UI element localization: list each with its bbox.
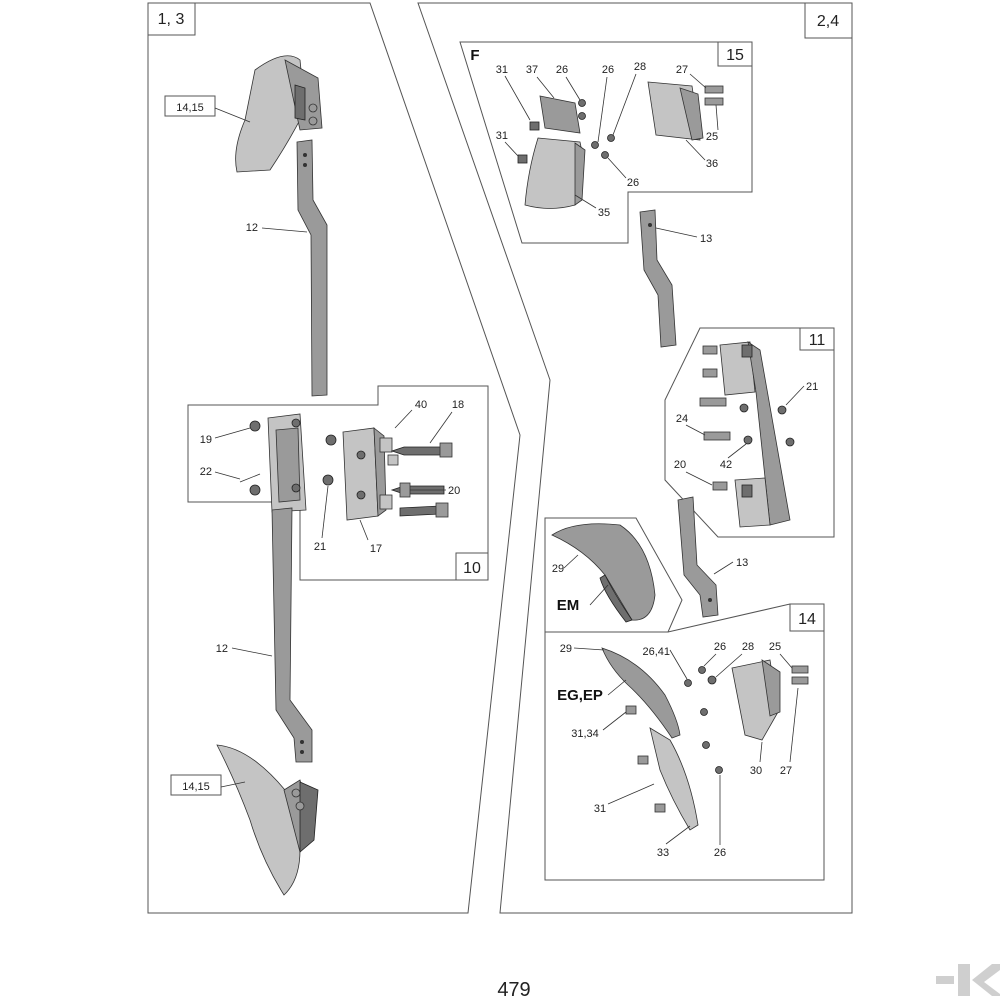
moldboard-bottom (216, 744, 319, 896)
label-box-14-15-top (164, 95, 216, 117)
left-group-label-box (147, 2, 196, 36)
label-12-upper: 12 (246, 222, 258, 234)
label-14-15-bottom: 14,15 (182, 781, 210, 793)
label-36: 36 (706, 158, 718, 170)
right-group-label-box (804, 2, 853, 39)
label-26-d: 26 (714, 641, 726, 653)
box-11-number: 11 (809, 332, 826, 349)
label-27-b: 27 (780, 765, 792, 777)
label-25-top: 25 (706, 131, 718, 143)
box-14: 14 29 26,41 26 28 (544, 603, 825, 881)
label-31-c: 31 (594, 803, 606, 815)
label-12-lower: 12 (216, 643, 228, 655)
shank-lower (271, 507, 313, 763)
left-group-label: 1, 3 (158, 11, 185, 28)
label-30: 30 (750, 765, 762, 777)
label-13-lower: 13 (736, 557, 748, 569)
label-21-left: 21 (314, 541, 326, 553)
label-19: 19 (200, 434, 212, 446)
box-15: 15 F 31 37 26 26 (459, 41, 753, 244)
right-panel: 2,4 15 F 31 37 (417, 2, 853, 914)
variant-EM: EM (557, 597, 580, 614)
right-panel-frame (417, 2, 853, 914)
label-24: 24 (676, 413, 688, 425)
label-42: 42 (720, 459, 732, 471)
label-14-15-top: 14,15 (176, 102, 204, 114)
label-28: 28 (634, 61, 646, 73)
box-11: 11 21 24 42 20 (664, 327, 835, 538)
label-31-b: 31 (496, 130, 508, 142)
label-21-right: 21 (806, 381, 818, 393)
label-33: 33 (657, 847, 669, 859)
label-26-c: 26 (627, 177, 639, 189)
label-40: 40 (415, 399, 427, 411)
label-28-b: 28 (742, 641, 754, 653)
label-37: 37 (526, 64, 538, 76)
box-15-number: 15 (726, 47, 744, 64)
em-section: 29 EM (544, 517, 683, 633)
box-14-number: 14 (798, 611, 816, 628)
left-panel: 1, 3 14,15 12 10 (147, 2, 521, 914)
label-20-left: 20 (448, 485, 460, 497)
variant-F: F (470, 47, 479, 64)
label-box-14-15-bottom (170, 774, 222, 796)
label-27-top: 27 (676, 64, 688, 76)
label-26-e: 26 (714, 847, 726, 859)
shank-upper (296, 139, 328, 397)
label-20-right: 20 (674, 459, 686, 471)
label-31-a: 31 (496, 64, 508, 76)
label-22: 22 (200, 466, 212, 478)
label-35: 35 (598, 207, 610, 219)
box-10-number: 10 (463, 560, 481, 577)
label-29-em: 29 (552, 563, 564, 575)
page-number: 479 (497, 979, 530, 1000)
label-31-34: 31,34 (571, 728, 599, 740)
sub-box-10: 10 40 (187, 385, 489, 581)
moldboard-top (235, 55, 323, 173)
shank-13-upper (639, 209, 677, 348)
label-17: 17 (370, 543, 382, 555)
label-26-a: 26 (556, 64, 568, 76)
label-26-b: 26 (602, 64, 614, 76)
left-panel-frame (147, 2, 521, 914)
label-18: 18 (452, 399, 464, 411)
shank-13-lower (677, 496, 719, 618)
label-29-eg: 29 (560, 643, 572, 655)
label-26-41: 26,41 (642, 646, 670, 658)
brand-logo (936, 964, 1000, 996)
right-group-label: 2,4 (817, 13, 839, 30)
label-13-upper: 13 (700, 233, 712, 245)
variant-EG-EP: EG,EP (557, 687, 603, 704)
label-25-b: 25 (769, 641, 781, 653)
